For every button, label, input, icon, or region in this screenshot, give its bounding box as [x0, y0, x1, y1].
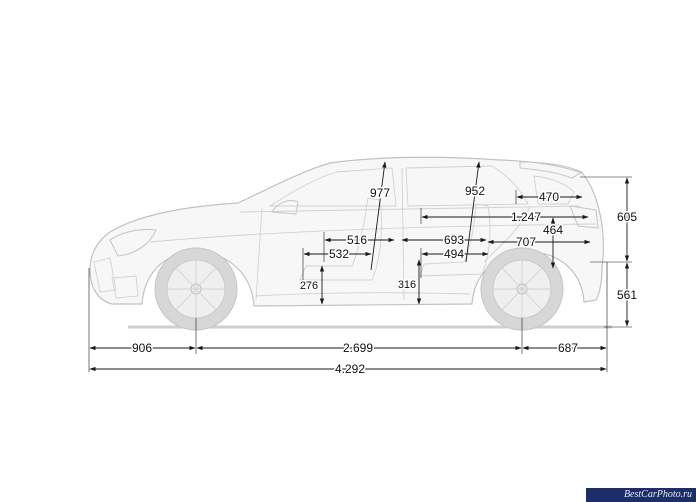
load-length-label: 1.247 [511, 210, 541, 224]
boot-length-floor-label: 707 [516, 235, 536, 249]
roof-spoiler [519, 161, 584, 179]
front-overhang-label: 906 [132, 341, 152, 355]
boot-length-top-label: 470 [539, 190, 559, 204]
character-line [149, 223, 597, 243]
side-window-front [268, 167, 397, 207]
belt-line [239, 205, 581, 213]
rear-seat-height-label: 316 [398, 279, 416, 291]
wheelbase-label: 2.699 [343, 341, 373, 355]
front-seat [299, 197, 382, 281]
upper-height-label: 605 [617, 210, 637, 224]
rear-legroom-b-label: 494 [444, 247, 464, 261]
front-headroom-label: 977 [370, 186, 390, 200]
front-grille [93, 257, 117, 293]
rear-door-line [401, 167, 405, 301]
rear-overhang-label: 687 [558, 341, 578, 355]
watermark-logo: BestCarPhoto.ru [586, 488, 696, 502]
overall-length-label: 4.292 [335, 362, 365, 376]
front-seat-travel-a-label: 516 [347, 233, 367, 247]
front-bumper-intake [111, 275, 139, 299]
sill-line [255, 292, 471, 297]
rear-headroom-label: 952 [465, 184, 485, 198]
tail-light [569, 205, 599, 229]
boot-height-label: 464 [543, 223, 563, 237]
rear-wheel [480, 247, 564, 331]
front-wheel [154, 247, 238, 331]
front-seat-travel-b-label: 532 [329, 247, 349, 261]
rear-door-rear-line [483, 205, 531, 263]
front-door-line [255, 207, 263, 301]
headlight [109, 228, 157, 257]
side-window-rear [405, 165, 529, 207]
rear-headroom-dimension [465, 161, 481, 263]
side-mirror [271, 199, 299, 215]
rear-quarter-window [533, 175, 575, 205]
front-headroom-dimension [370, 161, 387, 271]
front-seat-height-label: 276 [300, 280, 318, 292]
rear-legroom-a-label: 693 [444, 233, 464, 247]
lower-height-label: 561 [617, 288, 637, 302]
